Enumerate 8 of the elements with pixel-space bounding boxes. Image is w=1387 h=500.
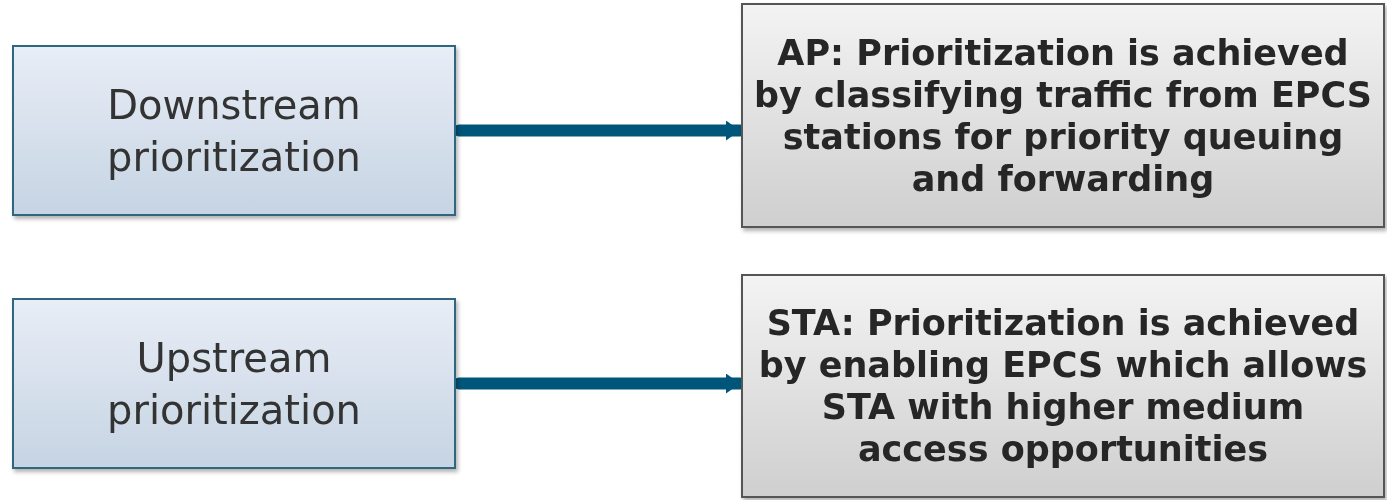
process-box	[12, 45, 456, 216]
process-box	[12, 298, 456, 469]
box-label: Upstream prioritization	[106, 333, 362, 435]
box-label: AP: Prioritization is achieved by classifying traffic from EPCS stations for priority queuing and forwarding	[752, 31, 1374, 200]
process-box	[741, 3, 1385, 228]
box-label: Downstream prioritization	[106, 80, 362, 182]
box-label: STA: Prioritization is achieved by enabling EPCS which allows STA with higher medium access opportunities	[757, 302, 1369, 470]
process-box	[741, 274, 1385, 498]
